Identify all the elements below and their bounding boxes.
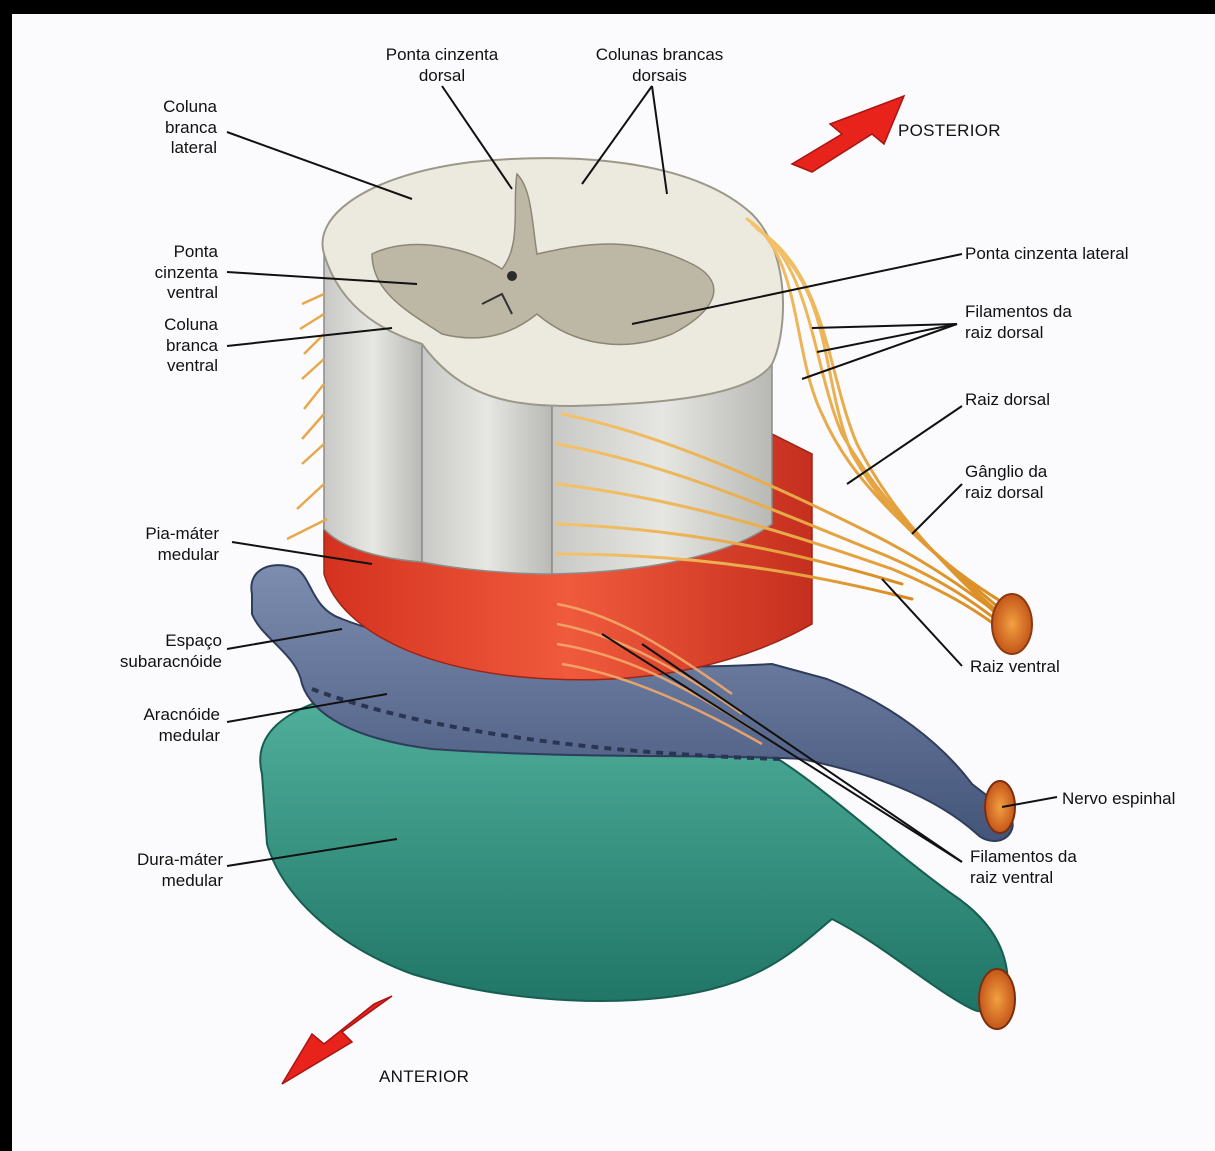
label-ponta-cinzenta-dorsal: Ponta cinzenta dorsal <box>357 45 527 86</box>
label-nervo-espinhal: Nervo espinhal <box>1062 789 1212 810</box>
label-raiz-ventral: Raiz ventral <box>970 657 1110 678</box>
label-posterior: POSTERIOR <box>898 121 1038 142</box>
label-pia-mater-medular: Pia-máter medular <box>107 524 219 565</box>
dura-nerve-cut <box>979 969 1015 1029</box>
label-aracnoide-medular: Aracnóide medular <box>107 705 220 746</box>
label-coluna-branca-lateral: Coluna branca lateral <box>127 97 217 159</box>
label-dura-mater-medular: Dura-máter medular <box>102 850 223 891</box>
label-filamentos-raiz-dorsal: Filamentos da raiz dorsal <box>965 302 1125 343</box>
label-filamentos-raiz-ventral: Filamentos da raiz ventral <box>970 847 1130 888</box>
dorsal-root-cut <box>992 594 1032 654</box>
label-raiz-dorsal: Raiz dorsal <box>965 390 1105 411</box>
label-ponta-cinzenta-lateral: Ponta cinzenta lateral <box>965 244 1185 265</box>
label-ponta-cinzenta-ventral: Ponta cinzenta ventral <box>122 242 218 304</box>
left-rootlets <box>287 294 327 539</box>
label-ganglio-raiz-dorsal: Gânglio da raiz dorsal <box>965 462 1105 503</box>
label-coluna-branca-ventral: Coluna branca ventral <box>122 315 218 377</box>
label-espaco-subaracnoide: Espaço subaracnóide <box>82 631 222 672</box>
label-colunas-brancas-dorsais: Colunas brancas dorsais <box>572 45 747 86</box>
figure-frame: Coluna branca lateral Ponta cinzenta dor… <box>12 14 1215 1151</box>
anterior-arrow <box>282 996 392 1084</box>
posterior-arrow <box>792 96 904 172</box>
spinal-cord-illustration <box>12 14 1215 1151</box>
label-anterior: ANTERIOR <box>379 1067 509 1088</box>
